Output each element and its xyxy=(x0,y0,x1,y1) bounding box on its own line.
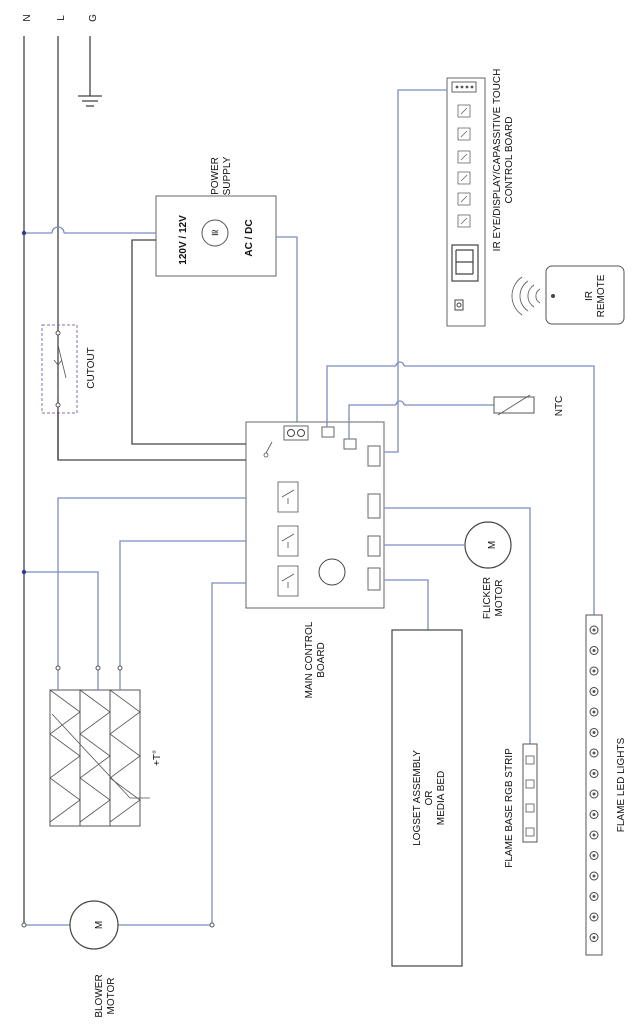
led-dot-center xyxy=(592,669,596,673)
touch-board-label-1: IR EYE/DISPLAY/CAPASSITIVE TOUCH xyxy=(492,69,503,252)
terminal-l-label: L xyxy=(56,15,67,21)
ir-signal-icon xyxy=(511,276,541,316)
main-control-board xyxy=(245,421,385,609)
ps-dc-out-wire xyxy=(276,236,298,426)
logset-wire xyxy=(384,579,429,630)
led-dot-center xyxy=(592,690,596,693)
ir-remote-label-2: REMOTE xyxy=(596,274,607,317)
power-supply-voltage: 120V / 12V xyxy=(178,215,189,265)
led-dot-center xyxy=(592,833,596,837)
blower-motor-symbol: M xyxy=(94,921,105,929)
led-dot-center xyxy=(592,792,596,796)
live-to-board-wire xyxy=(57,412,268,461)
main-board-port-1 xyxy=(367,445,381,467)
led-dot-center xyxy=(592,895,596,898)
heater-element xyxy=(49,689,150,827)
flicker-motor-label-2: MOTOR xyxy=(494,579,505,616)
heater-wire-2 xyxy=(119,540,246,668)
ntc-label: NTC xyxy=(554,396,565,417)
logset-label-2: OR xyxy=(424,791,435,806)
ir-remote-label-1: IR xyxy=(584,291,595,301)
ntc-sensor-slash xyxy=(497,394,531,416)
wire-junctions xyxy=(21,230,27,575)
terminal-g-label: G xyxy=(88,14,99,22)
main-board-small-connector-2 xyxy=(343,438,357,450)
ir-remote-emitter xyxy=(551,294,555,298)
ps-live-hop xyxy=(51,226,65,234)
blower-motor xyxy=(69,900,119,950)
power-supply xyxy=(155,195,277,277)
ps-live-wire xyxy=(131,239,258,445)
heater-thermostat-label: +T° xyxy=(152,750,163,766)
logset-label-1: LOGSET ASSEMBLY xyxy=(412,750,423,846)
led-dot-center xyxy=(592,854,596,857)
cutout-label: CUTOUT xyxy=(86,347,97,388)
led-lights-wire xyxy=(326,365,595,615)
touch-board-label-2: CONTROL BOARD xyxy=(504,117,515,204)
power-supply-type: AC / DC xyxy=(244,219,255,256)
main-board-port-3 xyxy=(367,535,381,557)
rgb-strip-wire xyxy=(384,507,531,744)
led-dot-center xyxy=(592,628,596,632)
led-dot-center xyxy=(592,751,596,755)
main-board-small-connector-1 xyxy=(321,426,335,438)
main-board-label-2: BOARD xyxy=(316,642,327,678)
terminal-n-label: N xyxy=(22,14,33,21)
ac-dc-glyph: ≅ xyxy=(211,228,219,239)
cutout-terminal-bottom xyxy=(55,402,61,408)
seven-segment-display xyxy=(451,244,479,282)
led-dot-center xyxy=(592,772,596,775)
main-board-round-component xyxy=(318,558,346,586)
led-lights-label: FLAME LED LIGHTS xyxy=(616,737,627,832)
led-hop xyxy=(395,361,405,367)
led-dot-center xyxy=(592,731,596,734)
blower-wire xyxy=(116,582,246,926)
blower-motor-label-2: MOTOR xyxy=(106,977,117,1014)
ntc-hop xyxy=(395,400,405,406)
heater-wire-1 xyxy=(57,497,246,668)
flicker-motor-symbol: M xyxy=(487,541,498,549)
led-dot-center xyxy=(592,813,596,816)
power-supply-label-1: POWER xyxy=(210,157,221,195)
touch-buttons xyxy=(457,104,471,228)
logset-label-3: MEDIA BED xyxy=(436,771,447,825)
flicker-motor xyxy=(464,521,512,569)
flame-led-lights xyxy=(585,614,603,956)
rgb-strip xyxy=(522,743,538,843)
main-board-port-2 xyxy=(367,493,381,519)
rgb-strip-label: FLAME BASE RGB STRIP xyxy=(504,748,515,868)
cutout-box xyxy=(41,324,78,414)
flame-led-dots xyxy=(589,625,599,942)
cutout-terminal-top xyxy=(55,330,61,336)
ir-eye-icon xyxy=(454,299,464,311)
ir-remote xyxy=(545,265,625,325)
ground-symbol xyxy=(78,95,102,107)
main-board-label-1: MAIN CONTROL xyxy=(304,621,315,698)
ac-dc-symbol xyxy=(201,219,229,247)
led-dot-center xyxy=(592,710,596,714)
power-supply-label-2: SUPPLY xyxy=(222,156,233,195)
ntc-wire xyxy=(348,404,494,439)
touch-board-connector xyxy=(451,81,477,93)
main-board-port-4 xyxy=(367,567,381,591)
cutout-switch-symbol xyxy=(53,344,67,396)
main-board-relays xyxy=(277,481,299,597)
neutral-heater-wire xyxy=(24,571,99,668)
touch-board-wire xyxy=(384,89,447,453)
main-board-input-switch xyxy=(263,441,273,458)
flicker-motor-label-1: FLICKER xyxy=(482,577,493,619)
led-dot-center xyxy=(592,915,596,919)
heater-terminals xyxy=(55,665,123,690)
blower-terminal-l xyxy=(209,922,215,928)
led-dot-center xyxy=(592,649,596,652)
blower-motor-label-1: BLOWER xyxy=(94,974,105,1017)
led-dot-center xyxy=(592,874,596,878)
led-dot-center xyxy=(592,936,596,939)
blower-terminal-n xyxy=(21,922,27,928)
main-board-power-connector xyxy=(283,425,309,441)
rgb-strip-leds xyxy=(525,755,535,837)
logset-assembly xyxy=(391,629,463,967)
touch-control-board xyxy=(446,77,486,327)
